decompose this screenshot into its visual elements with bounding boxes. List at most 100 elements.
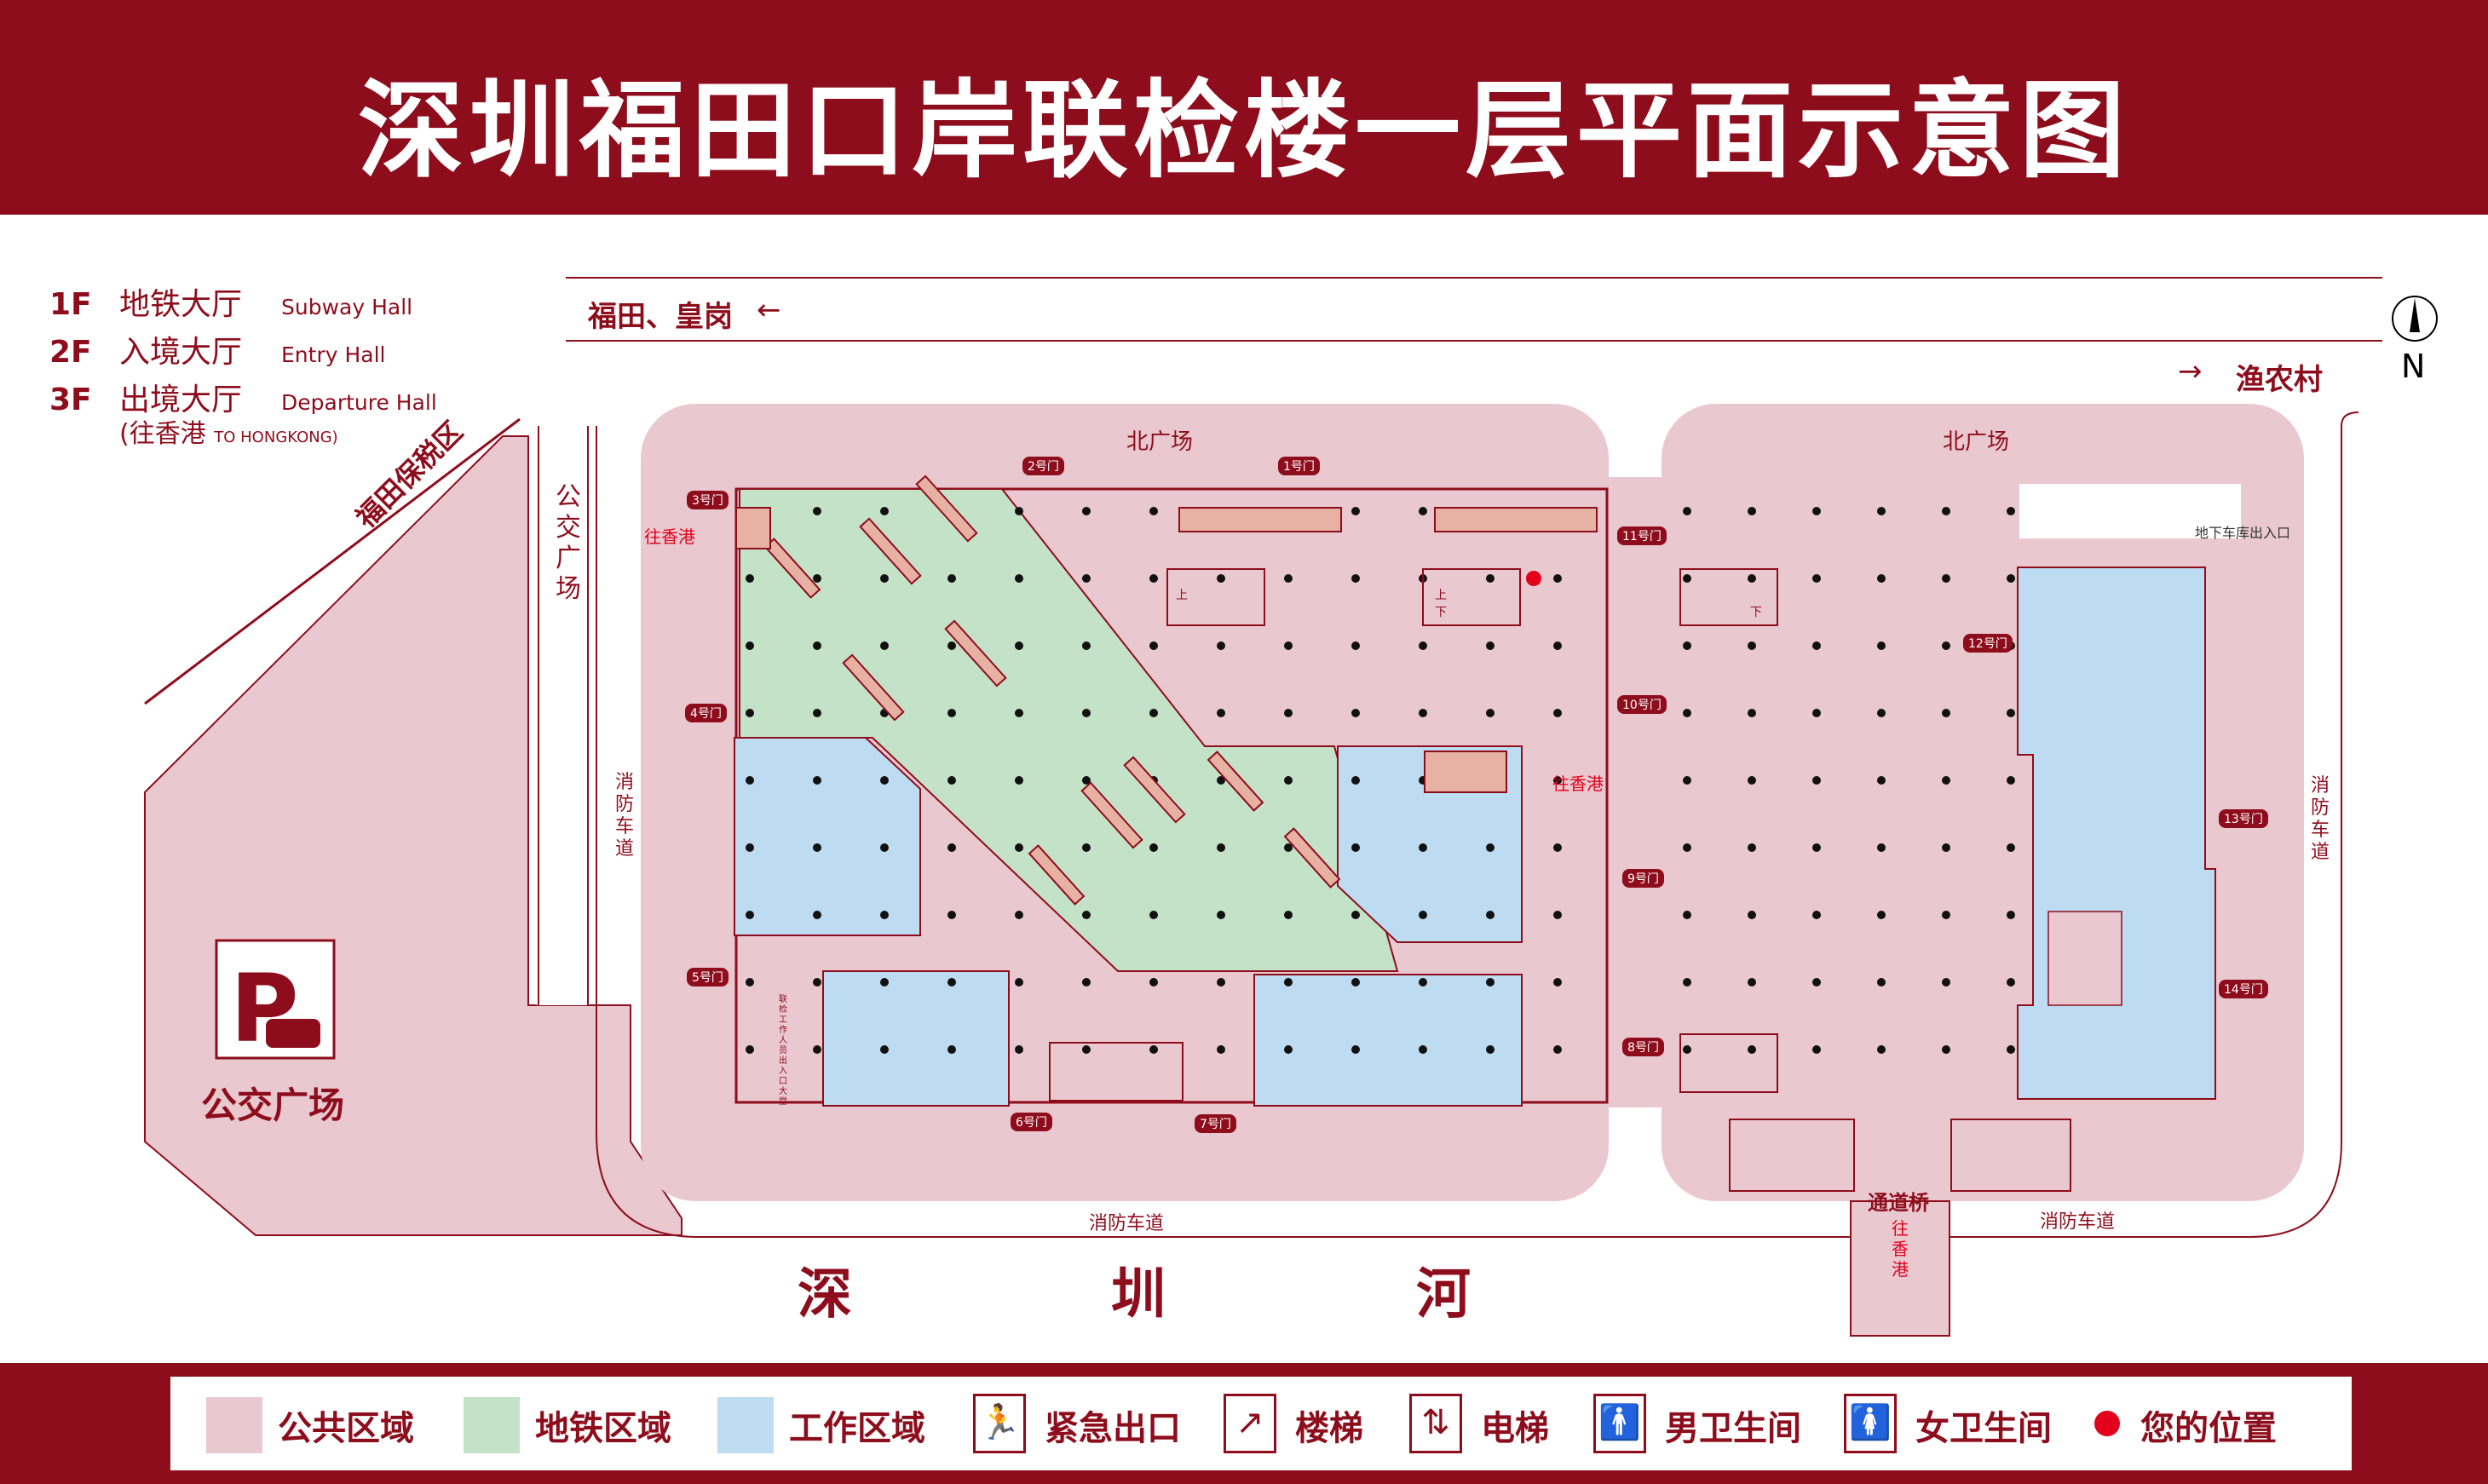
- column-dot: [1149, 574, 1158, 583]
- legend-label-stairs: 楼梯: [1295, 1409, 1363, 1448]
- column-dot: [2007, 776, 2015, 785]
- column-dot: [1217, 978, 1225, 986]
- work-area-west-4: [1337, 745, 1523, 943]
- stairs-icon: ↗: [1224, 1394, 1276, 1453]
- column-dot: [1553, 641, 1562, 650]
- column-dot: [1082, 709, 1091, 717]
- column-dot: [813, 978, 821, 986]
- column-dot: [1419, 507, 1427, 515]
- column-dot: [1149, 709, 1158, 717]
- bus-plaza-label: 公交广场: [201, 1084, 345, 1126]
- gate-11-label: 11号门: [1617, 526, 1667, 545]
- column-dot: [1082, 574, 1091, 583]
- column-dot: [880, 1045, 889, 1054]
- legend-swatch-public: [206, 1397, 262, 1453]
- column-dot: [746, 978, 754, 986]
- column-dot: [1683, 911, 1691, 919]
- legend-label-public: 公共区域: [278, 1409, 414, 1448]
- fire-lane-label-south-east: 消防车道: [2040, 1211, 2116, 1233]
- column-dot: [1082, 641, 1091, 650]
- column-dot: [746, 709, 754, 717]
- column-dot: [1149, 843, 1158, 852]
- column-dot: [880, 574, 889, 583]
- column-dot: [1419, 978, 1427, 986]
- gate-9-label: 9号门: [1622, 869, 1664, 888]
- up-marker: 上: [1176, 589, 1188, 602]
- river-char-1: 深: [798, 1263, 852, 1326]
- north-plaza-label-west: 北广场: [1126, 429, 1194, 455]
- column-dot: [1486, 911, 1495, 919]
- legend-swatch-subway: [464, 1397, 520, 1453]
- column-dot: [1812, 507, 1821, 515]
- bus-plaza-road-label: 公交广场: [556, 482, 581, 604]
- male-toilet-icon: 🚹: [1593, 1394, 1646, 1453]
- work-area-west-2: [822, 970, 1010, 1107]
- connector-public-area: [1602, 477, 1662, 1107]
- column-dot: [1015, 574, 1023, 583]
- column-dot: [746, 843, 754, 852]
- column-dot: [746, 1045, 754, 1054]
- staff-entrance-label: 联检工作人员出入口大堂: [779, 995, 787, 1107]
- column-dot: [1284, 1045, 1293, 1054]
- column-dot: [1419, 709, 1427, 717]
- column-dot: [1553, 1045, 1562, 1054]
- column-dot: [1877, 911, 1886, 919]
- emergency-exit-icon: 🏃: [973, 1394, 1026, 1453]
- column-dot: [1942, 843, 1950, 852]
- column-dot: [1748, 978, 1756, 986]
- column-grid: [746, 507, 2015, 1054]
- column-dot: [1351, 911, 1360, 919]
- column-dot: [1082, 776, 1091, 785]
- column-dot: [1553, 776, 1562, 785]
- column-dot: [1748, 507, 1756, 515]
- legend-label-work: 工作区域: [789, 1409, 925, 1448]
- to-hk-label-west: 往香港: [644, 526, 695, 547]
- column-dot: [1351, 843, 1360, 852]
- up-marker: 上: [1435, 589, 1447, 602]
- column-dot: [1351, 507, 1360, 515]
- gate-8-label: 8号门: [1622, 1038, 1664, 1056]
- column-dot: [947, 641, 956, 650]
- floor-plan-map: P: [144, 277, 2438, 1337]
- legend-swatch-work: [717, 1397, 774, 1453]
- column-dot: [1082, 1045, 1091, 1054]
- gate-5-label: 5号门: [687, 968, 729, 986]
- bridge-label: 通道桥: [1868, 1191, 1929, 1215]
- gate-7-label: 7号门: [1195, 1114, 1236, 1133]
- fire-lane-label-south-west: 消防车道: [1089, 1213, 1165, 1234]
- column-dot: [1419, 641, 1427, 650]
- legend-label-male-toilet: 男卫生间: [1665, 1409, 1801, 1448]
- escalators: [763, 475, 1341, 906]
- column-dot: [1877, 776, 1886, 785]
- column-dot: [947, 911, 956, 919]
- column-dot: [1553, 978, 1562, 986]
- column-dot: [1217, 843, 1225, 852]
- column-dot: [1877, 574, 1886, 583]
- column-dot: [1942, 1045, 1950, 1054]
- legend-label-exit: 紧急出口: [1045, 1409, 1181, 1448]
- road-label-futian: 福田、皇岗: [588, 300, 733, 334]
- column-dot: [1284, 843, 1293, 852]
- column-dot: [1812, 641, 1821, 650]
- column-dot: [1812, 978, 1821, 986]
- column-dot: [1748, 574, 1756, 583]
- column-dot: [2007, 507, 2015, 515]
- column-dot: [1284, 978, 1293, 986]
- column-dot: [1082, 843, 1091, 852]
- parking-ramp: [2019, 484, 2241, 538]
- column-dot: [1419, 1045, 1427, 1054]
- column-dot: [1877, 1045, 1886, 1054]
- elevator-icon: ⇅: [1409, 1394, 1462, 1453]
- column-dot: [1149, 978, 1158, 986]
- column-dot: [1748, 776, 1756, 785]
- column-dot: [746, 911, 754, 919]
- north-plaza-label-east: 北广场: [1943, 429, 2010, 455]
- column-dot: [880, 843, 889, 852]
- column-dot: [1683, 709, 1691, 717]
- gate-12-label: 12号门: [1963, 634, 2013, 653]
- column-dot: [813, 709, 821, 717]
- legend-label-elevator: 电梯: [1481, 1409, 1549, 1448]
- bridge: [1850, 1200, 1950, 1337]
- column-dot: [2007, 574, 2015, 583]
